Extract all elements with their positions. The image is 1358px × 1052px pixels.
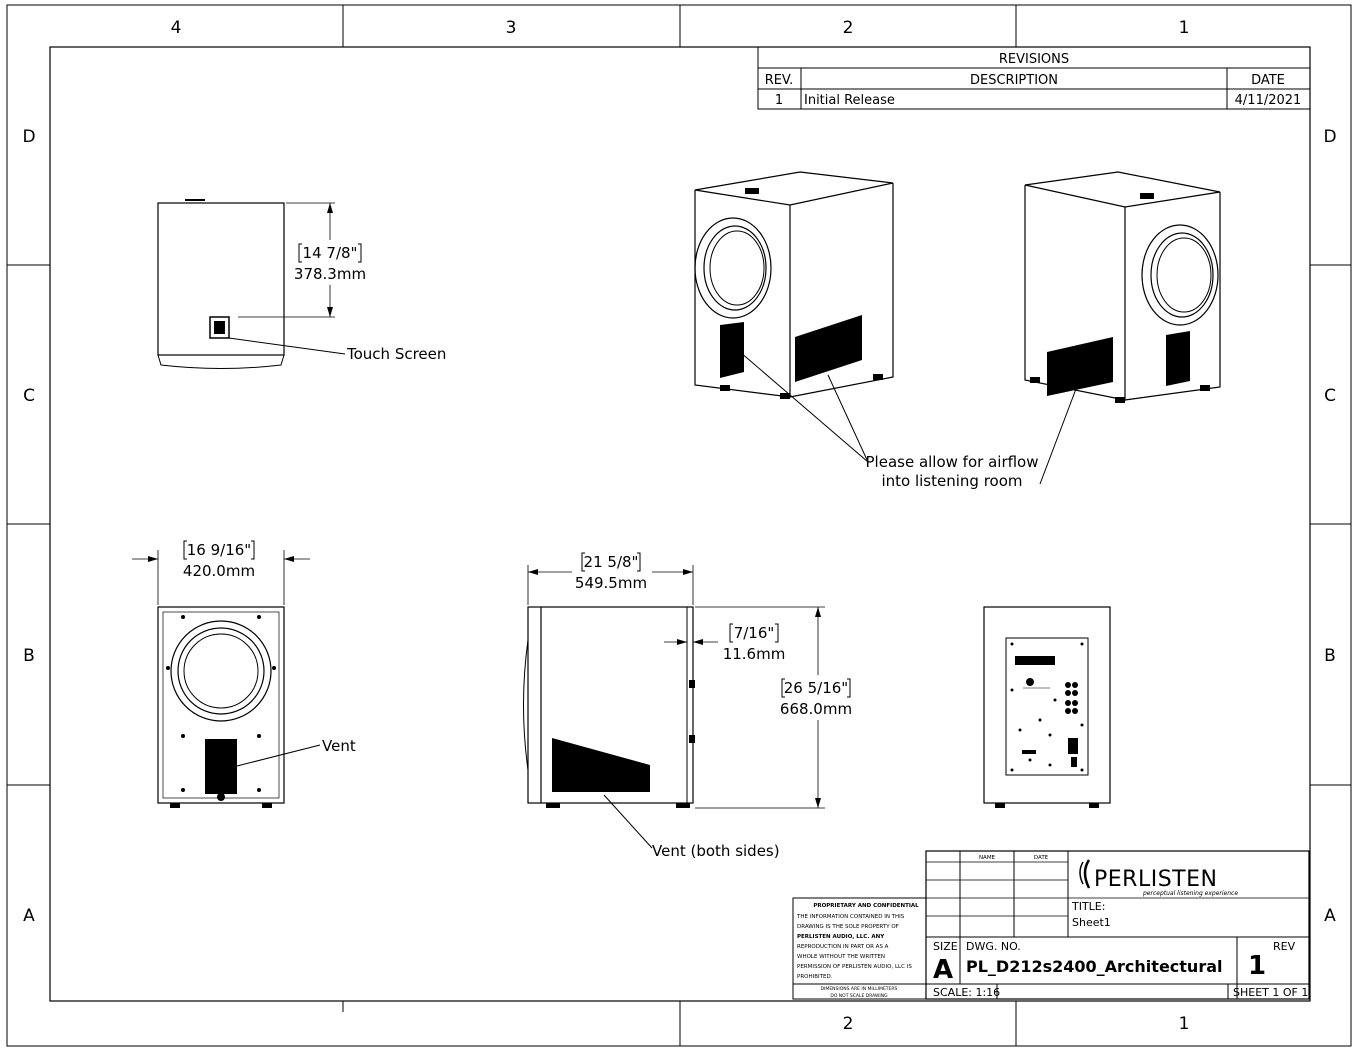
zone-left-a: A [23,906,35,926]
revisions-header-rev: REV. [765,73,794,88]
view-front: Vent 16 9/16" 420.0mm [132,540,356,808]
proprietary-line-6: PERMISSION OF PERLISTEN AUDIO, LLC IS [797,964,912,970]
zone-left-c: C [23,386,35,406]
callout-vent-both-sides: Vent (both sides) [652,842,780,860]
dwg-label: DWG. NO. [966,940,1021,953]
scale-value: SCALE: 1:16 [933,986,1000,999]
zone-top-2: 2 [843,18,854,38]
zone-right-a: A [1324,906,1336,926]
scale-note: DO NOT SCALE DRAWING [830,993,888,999]
logo-text: PERLISTEN [1094,867,1217,892]
sheet-frame [6,4,1352,1047]
view-top-rear: Touch Screen 14 7/8" 378.3mm [157,199,446,369]
dim-height-top-imperial: 14 7/8" [303,244,358,262]
zone-left-d: D [22,127,35,147]
revisions-title: REVISIONS [999,52,1069,67]
proprietary-line-4: REPRODUCTION IN PART OR AS A [797,944,889,950]
zone-top-4: 4 [171,18,182,38]
title-value: Sheet1 [1072,916,1111,929]
title-block: NAME DATE PERLISTEN perceptual listening… [925,850,1310,1000]
size-value: A [933,955,953,985]
callout-airflow: Please allow for airflow into listening … [739,351,1080,490]
zone-right-d: D [1323,127,1336,147]
revisions-table: REVISIONS REV. DESCRIPTION DATE 1 Initia… [757,46,1311,110]
title-block-col-name: NAME [979,855,996,861]
logo-tagline: perceptual listening experience [1142,890,1238,897]
revisions-header-description: DESCRIPTION [970,73,1058,88]
dim-height-metric: 668.0mm [780,700,852,718]
dwg-value: PL_D212s2400_Architectural [966,957,1222,976]
callout-airflow-line2: into listening room [881,472,1022,490]
view-isometric-right [1024,171,1221,403]
revision-row-description: Initial Release [804,93,895,108]
zone-right-c: C [1324,386,1336,406]
proprietary-line-5: WHOLE WITHOUT THE WRITTEN [797,954,885,960]
proprietary-line-7: PROHIBITED. [797,974,833,980]
dim-height-imperial: 26 5/16" [784,679,848,697]
title-block-col-date: DATE [1034,855,1049,861]
proprietary-title: PROPRIETARY AND CONFIDENTIAL [813,903,919,909]
callout-airflow-line1: Please allow for airflow [866,453,1039,471]
rev-value: 1 [1248,951,1266,981]
dim-width-imperial: 16 9/16" [187,541,251,559]
size-label: SIZE [933,940,958,953]
proprietary-notice: PROPRIETARY AND CONFIDENTIAL THE INFORMA… [792,897,927,1000]
revision-row-rev: 1 [775,93,783,108]
callout-touch-screen: Touch Screen [346,345,446,363]
dim-depth-metric: 549.5mm [575,574,647,592]
proprietary-line-1: THE INFORMATION CONTAINED IN THIS [796,914,905,920]
dim-depth-imperial: 21 5/8" [584,553,639,571]
dim-width-metric: 420.0mm [183,562,255,580]
dim-height-top-metric: 378.3mm [294,265,366,283]
view-back-amplifier [983,606,1111,808]
sheet-count: SHEET 1 OF 1 [1233,986,1308,999]
view-isometric-left [694,171,894,399]
zone-top-3: 3 [506,18,517,38]
units-note: DIMENSIONS ARE IN MILLIMETERS [821,986,898,992]
rev-label: REV [1273,940,1296,953]
proprietary-line-3: PERLISTEN AUDIO, LLC. ANY [797,934,885,940]
revisions-header-date: DATE [1251,73,1285,88]
view-side: Vent (both sides) 21 5/8" 549.5mm 7/16" … [523,548,860,860]
perlisten-logo: PERLISTEN perceptual listening experienc… [1079,859,1238,897]
zone-labels: 4 3 2 1 2 1 D C B A D C B A [22,18,1336,1034]
zone-bottom-2: 2 [843,1014,854,1034]
zone-bottom-1: 1 [1179,1014,1190,1034]
title-label: TITLE: [1071,900,1105,913]
zone-right-b: B [1324,646,1336,666]
proprietary-line-2: DRAWING IS THE SOLE PROPERTY OF [797,924,899,930]
dim-grille-metric: 11.6mm [723,645,786,663]
zone-top-1: 1 [1179,18,1190,38]
callout-vent: Vent [322,737,356,755]
dim-grille-imperial: 7/16" [734,624,775,642]
zone-left-b: B [23,646,35,666]
revision-row-date: 4/11/2021 [1235,93,1302,108]
